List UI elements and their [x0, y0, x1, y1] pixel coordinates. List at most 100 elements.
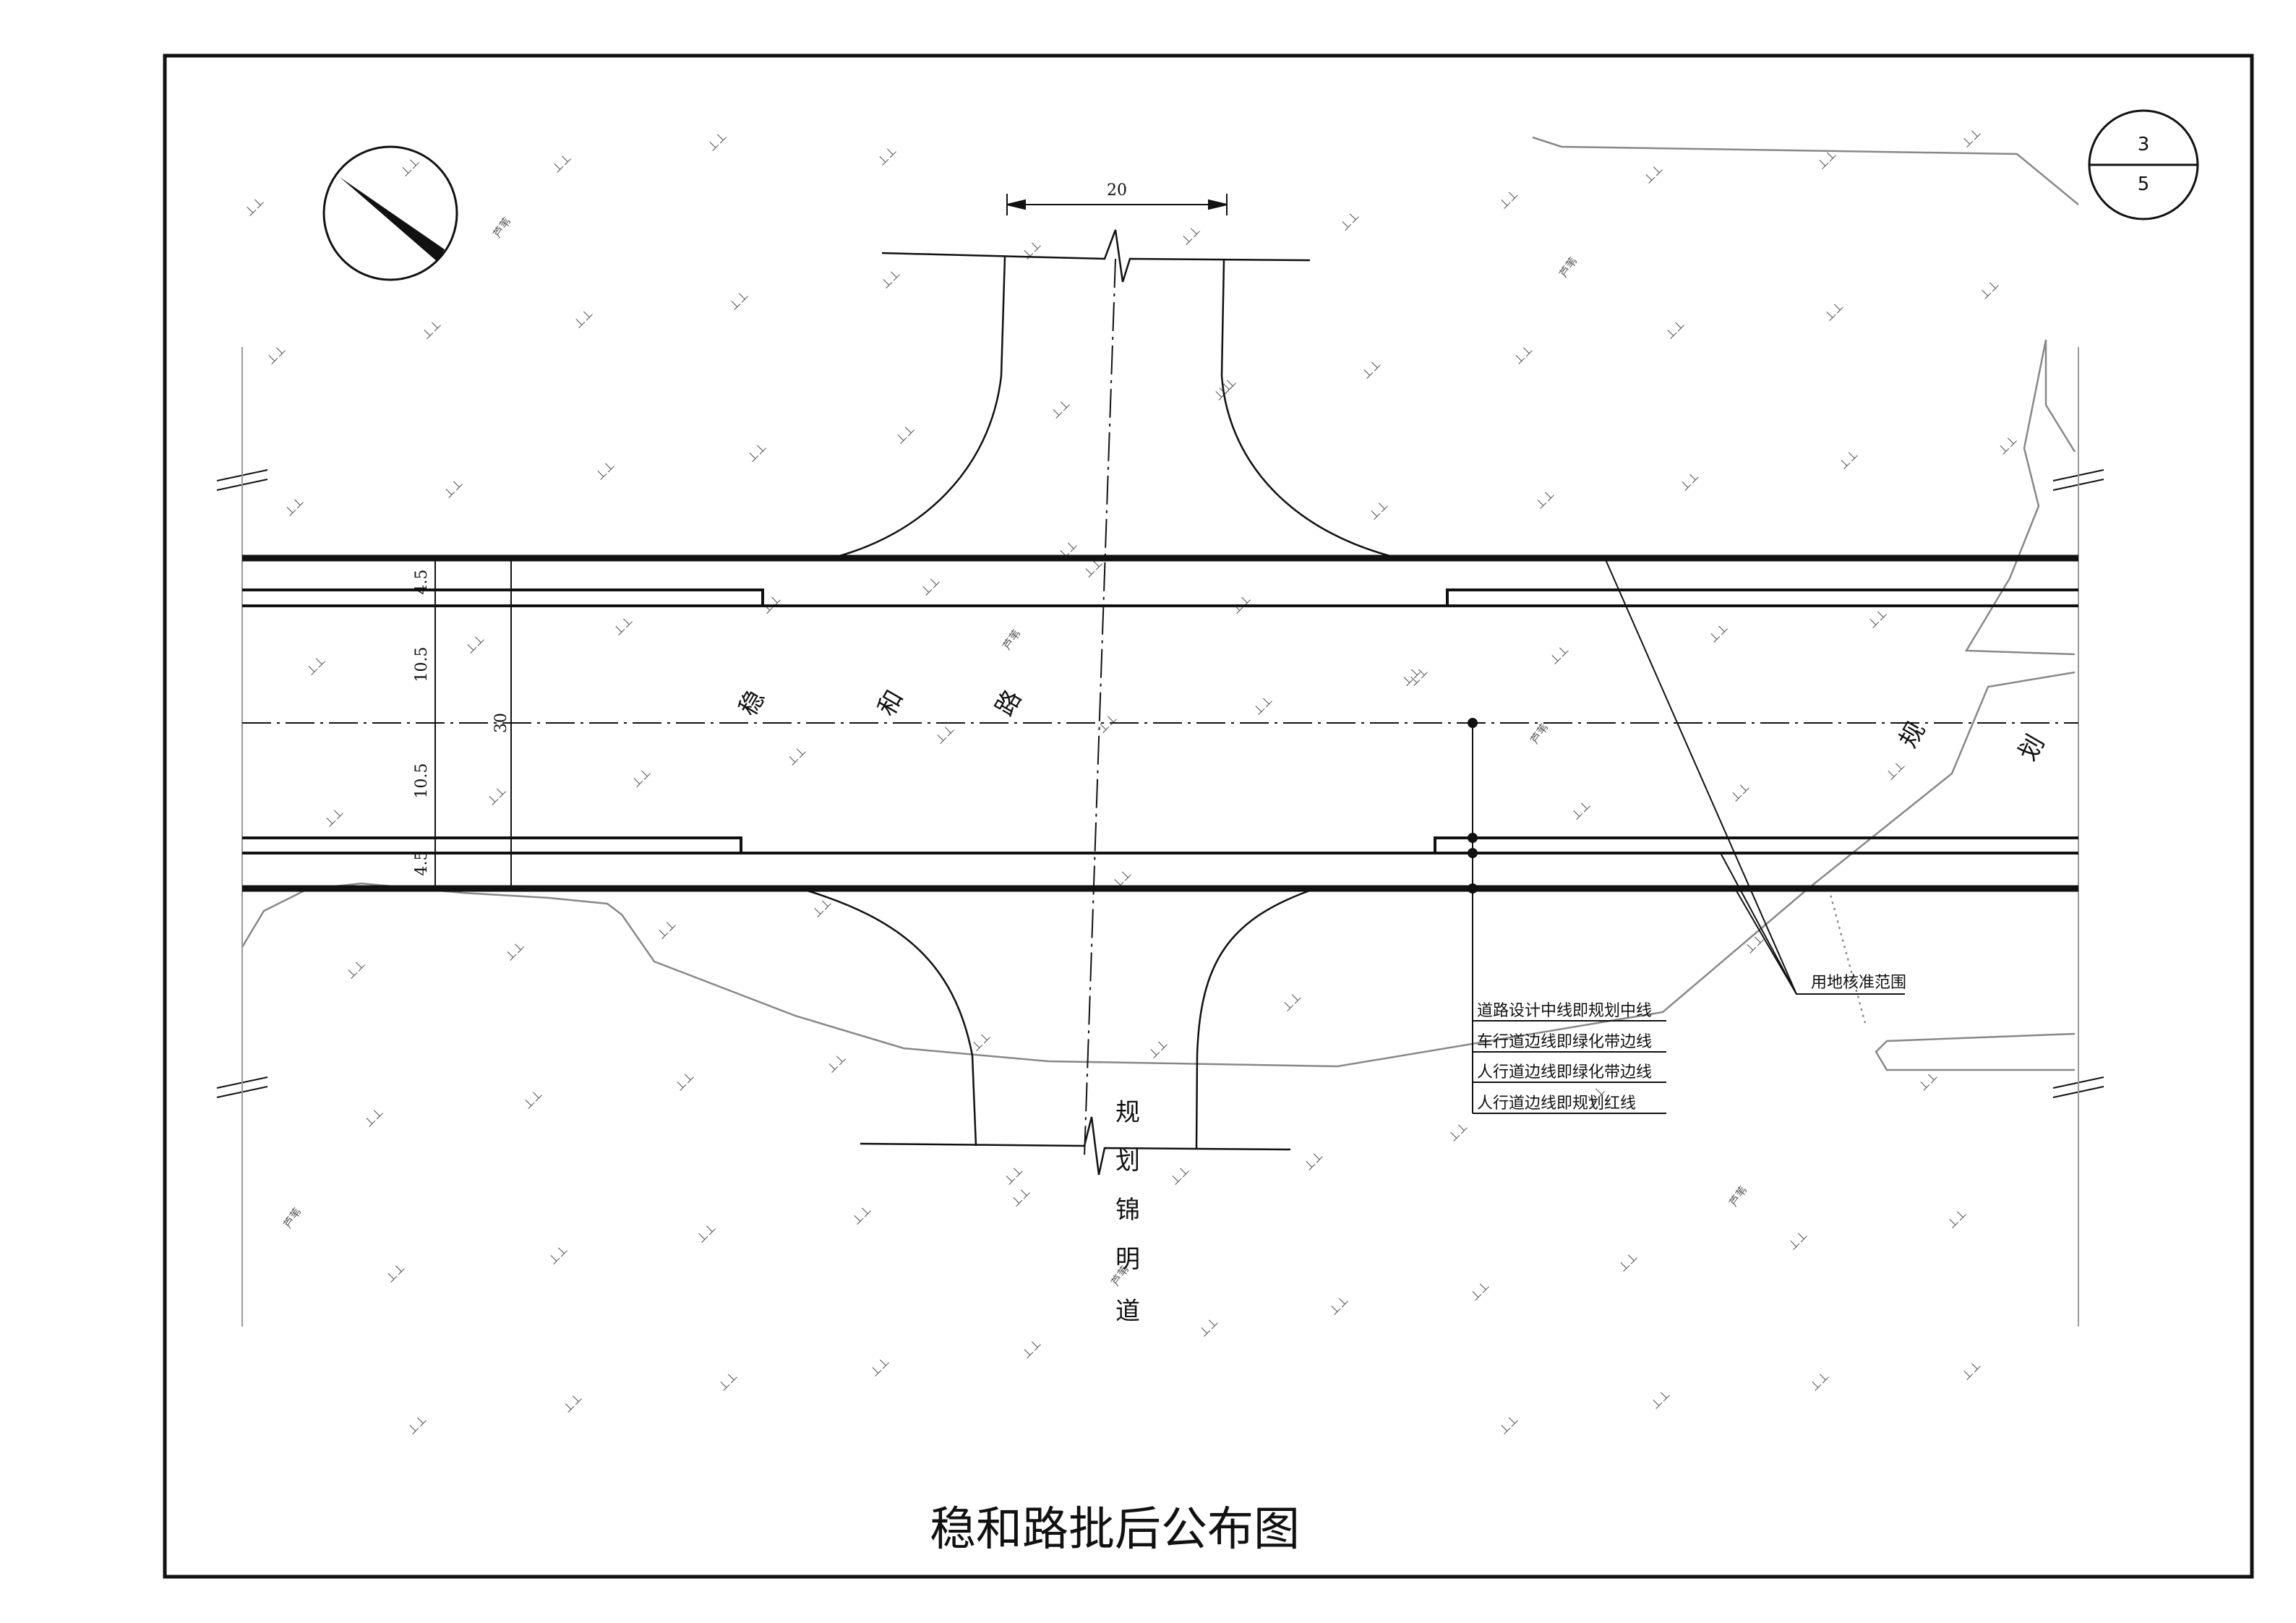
- marsh-symbol: ⊥⊥: [874, 143, 899, 168]
- marsh-symbol: ⊥⊥: [462, 631, 487, 656]
- legend-sidewalk-edge: 人行道边线即绿化带边线: [1477, 1063, 1652, 1082]
- marsh-symbol: ⊥⊥: [1532, 487, 1557, 512]
- marsh-symbol: ⊥⊥: [1008, 1184, 1033, 1209]
- marsh-symbol: ⊥⊥: [545, 1242, 570, 1267]
- marsh-symbol: ⊥⊥: [1358, 356, 1384, 382]
- marsh-symbol: ⊥⊥: [1958, 1358, 1984, 1383]
- dim-total-width: 30: [492, 713, 510, 733]
- marsh-symbol: ⊥⊥: [343, 956, 368, 982]
- marsh-symbol: ⊥⊥: [1510, 342, 1535, 367]
- dim-carriageway-top: 10.5: [413, 647, 431, 682]
- marsh-symbol: ⊥⊥: [1615, 1249, 1640, 1275]
- marsh-symbol: ⊥⊥: [1301, 1148, 1326, 1173]
- main-road-char: 和: [873, 685, 910, 721]
- marsh-symbol: ⊥⊥: [1676, 468, 1702, 494]
- reed-label: 芦苇: [1727, 1183, 1750, 1209]
- marsh-symbol: ⊥⊥: [1958, 125, 1984, 150]
- branch-road-char: 划: [1115, 1147, 1140, 1176]
- marsh-symbol: ⊥⊥: [1662, 317, 1687, 342]
- legend-red-line: 人行道边线即规划红线: [1477, 1095, 1636, 1113]
- marsh-symbol: ⊥⊥: [440, 476, 466, 501]
- right-road-char: 划: [2013, 730, 2051, 766]
- marsh-symbol: ⊥⊥: [654, 917, 679, 942]
- reed-label: 芦苇: [281, 1205, 304, 1230]
- carriageway-edge-top-a: [242, 588, 764, 607]
- marsh-symbol: ⊥⊥: [1705, 620, 1731, 646]
- marsh-symbol: ⊥⊥: [726, 288, 751, 313]
- marsh-symbols: ⊥⊥ ⊥⊥ ⊥⊥ ⊥⊥ ⊥⊥ ⊥⊥ ⊥⊥ ⊥⊥ ⊥⊥ ⊥⊥ ⊥⊥ ⊥⊥ ⊥⊥ ⊥⊥ ⊥⊥ ⊥⊥ ⊥⊥ ⊥⊥ ⊥⊥ ⊥⊥…: [241, 125, 2020, 1437]
- marsh-symbol: ⊥⊥: [570, 306, 596, 331]
- south-branch-road: [800, 887, 1316, 1176]
- marsh-symbol: ⊥⊥: [1640, 161, 1666, 187]
- branch-road-char: 锦: [1115, 1196, 1140, 1225]
- marsh-symbol: ⊥⊥: [560, 1390, 585, 1416]
- legend-carriageway-edge: 车行道边线即绿化带边线: [1477, 1033, 1652, 1051]
- sheet-total: 5: [2138, 174, 2150, 195]
- marsh-symbol: ⊥⊥: [917, 573, 943, 599]
- marsh-symbol: ⊥⊥: [382, 1260, 408, 1285]
- marsh-symbol: ⊥⊥: [321, 805, 346, 830]
- cross-section-dimensions: [423, 557, 521, 889]
- carriageway-edge-bottom-b: [1434, 836, 2078, 855]
- marsh-symbol: ⊥⊥: [1228, 591, 1254, 617]
- marsh-symbol: ⊥⊥: [1835, 447, 1861, 472]
- legend-centerline: 道路设计中线即规划中线: [1477, 1002, 1652, 1020]
- north-branch-road: [831, 229, 1400, 1157]
- marsh-symbol: ⊥⊥: [520, 1087, 545, 1112]
- marsh-symbol: ⊥⊥: [1976, 277, 2002, 302]
- land-approval-label: 用地核准范围: [1811, 974, 1906, 992]
- marsh-symbol: ⊥⊥: [1568, 797, 1593, 823]
- reed-label: 芦苇: [1557, 254, 1580, 280]
- marsh-symbol: ⊥⊥: [1821, 299, 1846, 324]
- marsh-symbol: ⊥⊥: [263, 342, 288, 367]
- marsh-symbol: ⊥⊥: [1019, 237, 1044, 262]
- sheet-number: 3: [2138, 134, 2150, 155]
- marsh-symbol: ⊥⊥: [1178, 223, 1203, 248]
- marsh-symbol: ⊥⊥: [849, 1202, 874, 1228]
- marsh-symbol: ⊥⊥: [549, 150, 574, 176]
- marsh-symbol: ⊥⊥: [484, 783, 509, 808]
- marsh-symbol: ⊥⊥: [1196, 1314, 1221, 1340]
- main-road-char: 稳: [734, 685, 771, 721]
- marsh-symbol: ⊥⊥: [823, 1050, 849, 1076]
- marsh-symbol: ⊥⊥: [303, 653, 328, 678]
- dim-sidewalk-top: 4.5: [413, 570, 431, 595]
- marsh-symbol: ⊥⊥: [1145, 1036, 1170, 1061]
- marsh-symbol: ⊥⊥: [404, 1412, 429, 1437]
- marsh-symbol: ⊥⊥: [744, 440, 769, 465]
- marsh-symbol: ⊥⊥: [892, 421, 917, 447]
- cross-section-labels: 4.5 10.5 10.5 4.5 30: [413, 570, 510, 876]
- north-arrow-icon: [340, 177, 445, 262]
- reed-label: 芦苇: [1001, 627, 1024, 652]
- main-road-char: 路: [990, 685, 1028, 721]
- marsh-symbol: ⊥⊥: [281, 494, 307, 519]
- carriageway-edge-bottom-a: [242, 836, 742, 855]
- marsh-symbol: ⊥⊥: [1648, 1387, 1673, 1412]
- marsh-symbol: ⊥⊥: [1467, 1278, 1492, 1303]
- branch-road-name: 规 划 锦 明 道: [1115, 1098, 1140, 1326]
- drawing-frame: [163, 53, 2254, 1579]
- marsh-symbol: ⊥⊥: [361, 1105, 386, 1130]
- marsh-symbol: ⊥⊥: [1864, 606, 1890, 631]
- marsh-symbol: ⊥⊥: [784, 743, 809, 768]
- marsh-symbol: ⊥⊥: [867, 1354, 892, 1379]
- marsh-symbol: ⊥⊥: [1337, 208, 1362, 234]
- marsh-symbol: ⊥⊥: [1366, 497, 1391, 523]
- branch-width-label: 20: [1107, 181, 1127, 200]
- marsh-symbol: ⊥⊥: [241, 194, 267, 219]
- marsh-symbol: ⊥⊥: [1019, 1336, 1044, 1361]
- marsh-symbol: ⊥⊥: [715, 1369, 740, 1394]
- marsh-symbol: ⊥⊥: [704, 129, 729, 154]
- marsh-symbol: ⊥⊥: [878, 266, 903, 291]
- marsh-symbol: ⊥⊥: [1546, 642, 1572, 667]
- terrain-boundaries: [241, 136, 2079, 1071]
- marsh-symbol: ⊥⊥: [932, 721, 957, 747]
- marsh-symbol: ⊥⊥: [502, 938, 527, 964]
- main-road-name: 稳 和 路: [734, 685, 1028, 721]
- marsh-symbol: ⊥⊥: [1727, 779, 1752, 805]
- main-road: [241, 347, 2079, 1327]
- marsh-symbol: ⊥⊥: [1785, 1228, 1810, 1253]
- page-title: 稳和路批后公布图: [930, 1503, 1300, 1556]
